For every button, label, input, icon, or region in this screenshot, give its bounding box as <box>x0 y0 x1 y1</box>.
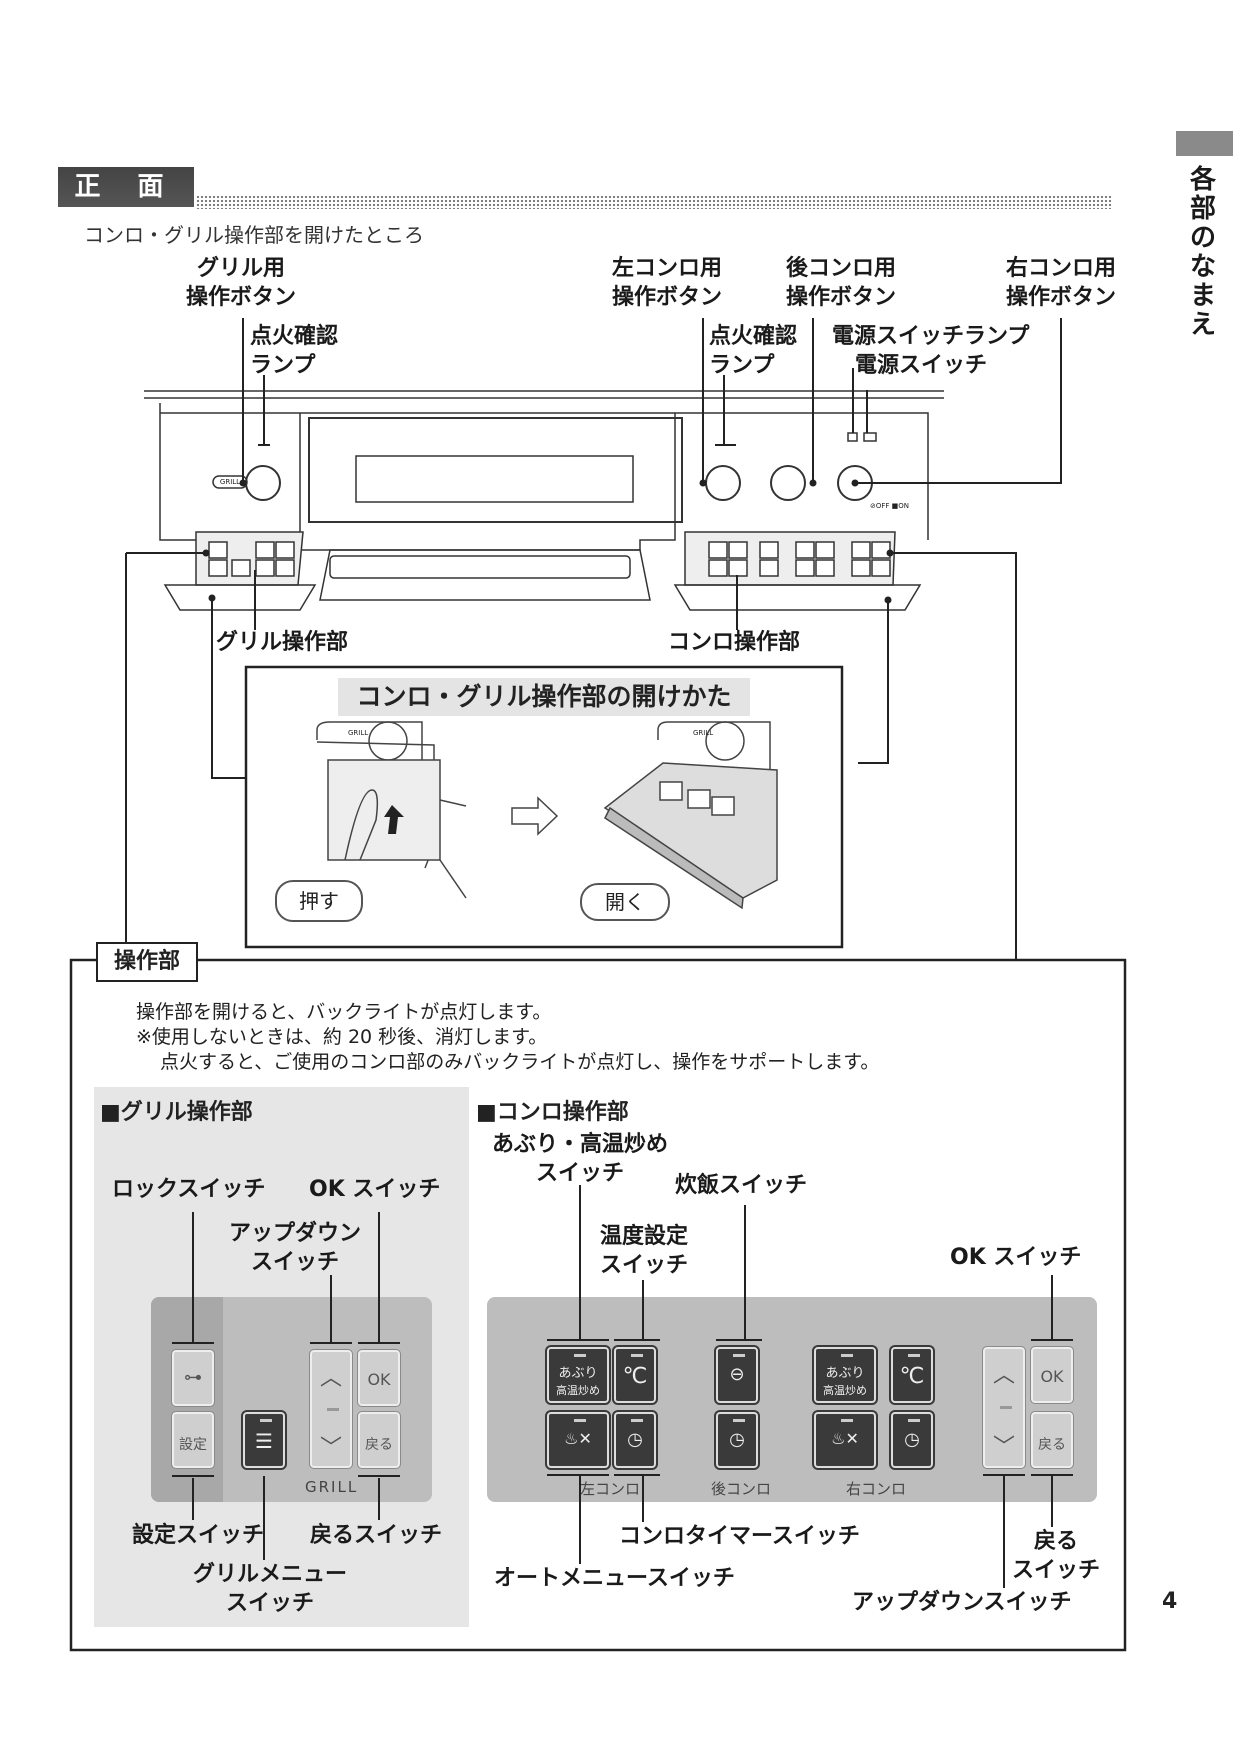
grill-zone-label: GRILL <box>305 1478 359 1496</box>
left-timer-key[interactable]: ◷ <box>612 1410 658 1470</box>
chevron-up-icon: ︿ <box>319 1366 342 1391</box>
right-aburi-key[interactable]: あぶり高温炒め <box>812 1345 878 1405</box>
stove-heading: ■コンロ操作部 <box>476 1100 629 1125</box>
side-chapter-title: 各 部 の な ま え <box>1186 166 1220 340</box>
stove-back-key[interactable]: 戻る <box>1030 1411 1074 1469</box>
key-icon: ⊶ <box>184 1367 202 1388</box>
stove-back-switch-label: 戻るスイッチ <box>1011 1529 1100 1583</box>
stove-panel-label: コンロ操作部 <box>668 630 801 655</box>
left-burner-zone: 左コンロ <box>580 1480 641 1498</box>
side-char: え <box>1189 310 1216 340</box>
grill-panel-label: グリル操作部 <box>216 630 349 655</box>
clock-icon: ◷ <box>904 1429 920 1450</box>
section-subtitle: コンロ・グリル操作部を開けたところ <box>84 223 424 247</box>
right-timer-key[interactable]: ◷ <box>889 1410 935 1470</box>
right-auto-menu-key[interactable]: ♨✕ <box>812 1410 878 1470</box>
left-burner-button-label: 左コンロ用操作ボタン <box>611 256 722 310</box>
grill-ok-key[interactable]: OK <box>357 1349 401 1407</box>
ops-line-2: ※使用しないときは、約 20 秒後、消灯します。 <box>136 1026 548 1048</box>
left-auto-menu-key[interactable]: ♨✕ <box>545 1410 611 1470</box>
back-switch-label: 戻るスイッチ <box>310 1523 443 1548</box>
timer-switch-label: コンロタイマースイッチ <box>619 1524 860 1549</box>
side-char: 部 <box>1189 194 1216 224</box>
side-char: な <box>1189 252 1216 282</box>
stove-updown-switch-label: アップダウンスイッチ <box>852 1590 1072 1615</box>
push-bubble: 押す <box>275 880 363 922</box>
auto-menu-switch-label: オートメニュースイッチ <box>494 1566 735 1591</box>
side-char: 各 <box>1189 165 1216 195</box>
open-bubble: 開く <box>580 883 670 921</box>
grill-button-label: グリル用操作ボタン <box>185 256 296 310</box>
stove-ok-switch-label: OK スイッチ <box>950 1245 1082 1270</box>
ops-line-3: 点火すると、ご使用のコンロ部のみバックライトが点灯し、操作をサポートします。 <box>160 1051 880 1073</box>
ignition-lamp-label-right: 点火確認ランプ <box>709 324 798 378</box>
ok-switch-label: OK スイッチ <box>309 1177 441 1202</box>
side-tab-marker <box>1176 131 1233 156</box>
right-temp-key[interactable]: ℃ <box>889 1345 935 1405</box>
lock-key[interactable]: ⊶ <box>171 1349 215 1407</box>
power-switch-label: 電源スイッチ <box>855 353 988 378</box>
dotted-rule <box>196 195 1112 209</box>
howto-title: コンロ・グリル操作部の開けかた <box>338 678 750 716</box>
stove-updown-key[interactable]: ︿ ﹀ <box>982 1346 1026 1469</box>
setting-key[interactable]: 設定 <box>171 1411 215 1469</box>
grill-menu-switch-label: グリルメニュースイッチ <box>192 1562 347 1616</box>
ignition-lamp-label-left: 点火確認ランプ <box>250 324 339 378</box>
temp-switch-label: 温度設定スイッチ <box>599 1224 688 1278</box>
ops-tag: 操作部 <box>96 942 198 982</box>
rice-switch-label: 炊飯スイッチ <box>675 1173 808 1198</box>
grill-menu-key[interactable]: ☰ <box>241 1410 287 1470</box>
left-temp-key[interactable]: ℃ <box>612 1345 658 1405</box>
pot-utensils-icon: ♨✕ <box>831 1429 859 1448</box>
chevron-down-icon: ﹀ <box>992 1435 1015 1460</box>
page-number: 4 <box>1162 1589 1178 1614</box>
rear-rice-key[interactable]: ⊖ <box>714 1345 760 1405</box>
rear-burner-button-label: 後コンロ用操作ボタン <box>785 256 896 310</box>
clock-icon: ◷ <box>729 1429 745 1450</box>
side-char: の <box>1189 223 1216 253</box>
grill-heading: ■グリル操作部 <box>100 1100 253 1125</box>
rear-burner-zone: 後コンロ <box>711 1480 772 1498</box>
grill-badge: GRILL <box>219 478 241 486</box>
side-char: ま <box>1189 281 1216 311</box>
power-indicator-text: ⊘OFF ■ON <box>870 502 910 510</box>
chevron-down-icon: ﹀ <box>319 1436 342 1461</box>
aburi-switch-label: あぶり・高温炒めスイッチ <box>491 1132 668 1186</box>
left-aburi-key[interactable]: あぶり高温炒め <box>545 1345 611 1405</box>
right-burner-zone: 右コンロ <box>846 1480 907 1498</box>
menu-list-icon: ☰ <box>255 1429 273 1453</box>
stove-ok-key[interactable]: OK <box>1030 1346 1074 1404</box>
ops-line-1: 操作部を開けると、バックライトが点灯します。 <box>136 1001 552 1023</box>
power-lamp-label: 電源スイッチランプ <box>832 324 1030 349</box>
clock-icon: ◷ <box>627 1429 643 1450</box>
rice-bowl-icon: ⊖ <box>729 1364 745 1385</box>
grill-updown-key[interactable]: ︿ ﹀ <box>309 1349 353 1469</box>
chevron-up-icon: ︿ <box>992 1363 1015 1388</box>
right-burner-button-label: 右コンロ用操作ボタン <box>1005 256 1116 310</box>
howto-grill-badge-2: GRILL <box>693 729 714 737</box>
setting-switch-label: 設定スイッチ <box>132 1523 265 1548</box>
howto-grill-badge: GRILL <box>348 729 369 737</box>
section-title: 正 面 <box>58 167 194 207</box>
pot-utensils-icon: ♨✕ <box>564 1429 592 1448</box>
rear-timer-key[interactable]: ◷ <box>714 1410 760 1470</box>
grill-back-key[interactable]: 戻る <box>357 1411 401 1469</box>
lock-switch-label: ロックスイッチ <box>112 1177 266 1202</box>
updown-switch-label: アップダウンスイッチ <box>228 1221 361 1275</box>
